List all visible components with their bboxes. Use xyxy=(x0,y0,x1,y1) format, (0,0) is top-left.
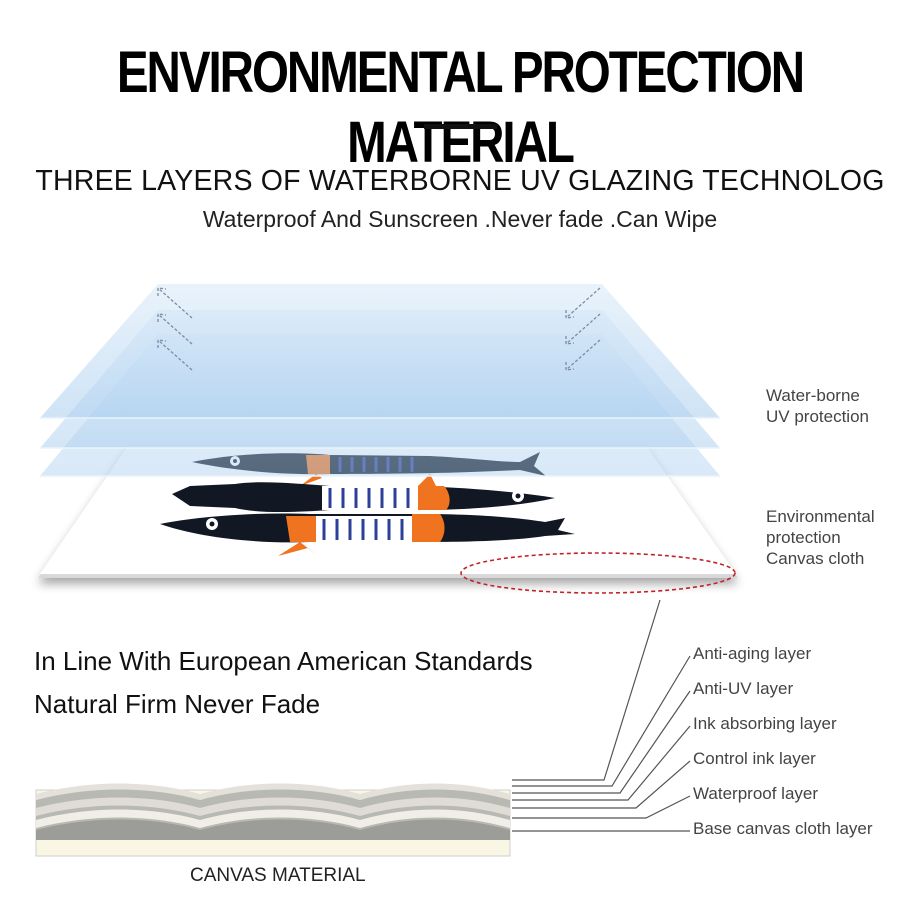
layer-label-anti-uv: Anti-UV layer xyxy=(693,679,794,698)
standards-line-2: Natural Firm Never Fade xyxy=(34,689,321,719)
layer-label-waterproof: Waterproof layer xyxy=(693,784,819,803)
page-title: ENVIRONMENTAL PROTECTION MATERIAL xyxy=(116,40,805,175)
tagline: Waterproof And Sunscreen .Never fade .Ca… xyxy=(202,206,718,232)
title-divider xyxy=(424,124,497,129)
layer-label-ink-absorbing: Ink absorbing layer xyxy=(693,714,837,733)
fish-middle xyxy=(172,474,555,512)
fish-bottom xyxy=(160,513,575,556)
canvas-material-caption: CANVAS MATERIAL xyxy=(190,865,366,886)
layer-label-anti-aging: Anti-aging layer xyxy=(693,644,812,663)
standards-text: In Line With European American Standards… xyxy=(34,640,533,726)
uv-protection-label: Water-borne UV protection xyxy=(766,386,869,426)
canvas-cloth-label: Environmental protection Canvas cloth xyxy=(766,507,875,568)
layer-label-control-ink: Control ink layer xyxy=(693,749,816,768)
layer-label-base-canvas: Base canvas cloth layer xyxy=(693,819,873,838)
canvas-cross-section xyxy=(35,783,511,857)
uv-deflection-arrows xyxy=(157,287,601,371)
uv-glaze-layers xyxy=(40,284,720,477)
zoom-highlight-ellipse xyxy=(460,552,736,594)
standards-line-1: In Line With European American Standards xyxy=(34,646,533,676)
canvas-sheet xyxy=(38,446,738,578)
layer-leader-lines xyxy=(512,599,691,832)
subtitle: THREE LAYERS OF WATERBORNE UV GLAZING TE… xyxy=(35,165,885,197)
